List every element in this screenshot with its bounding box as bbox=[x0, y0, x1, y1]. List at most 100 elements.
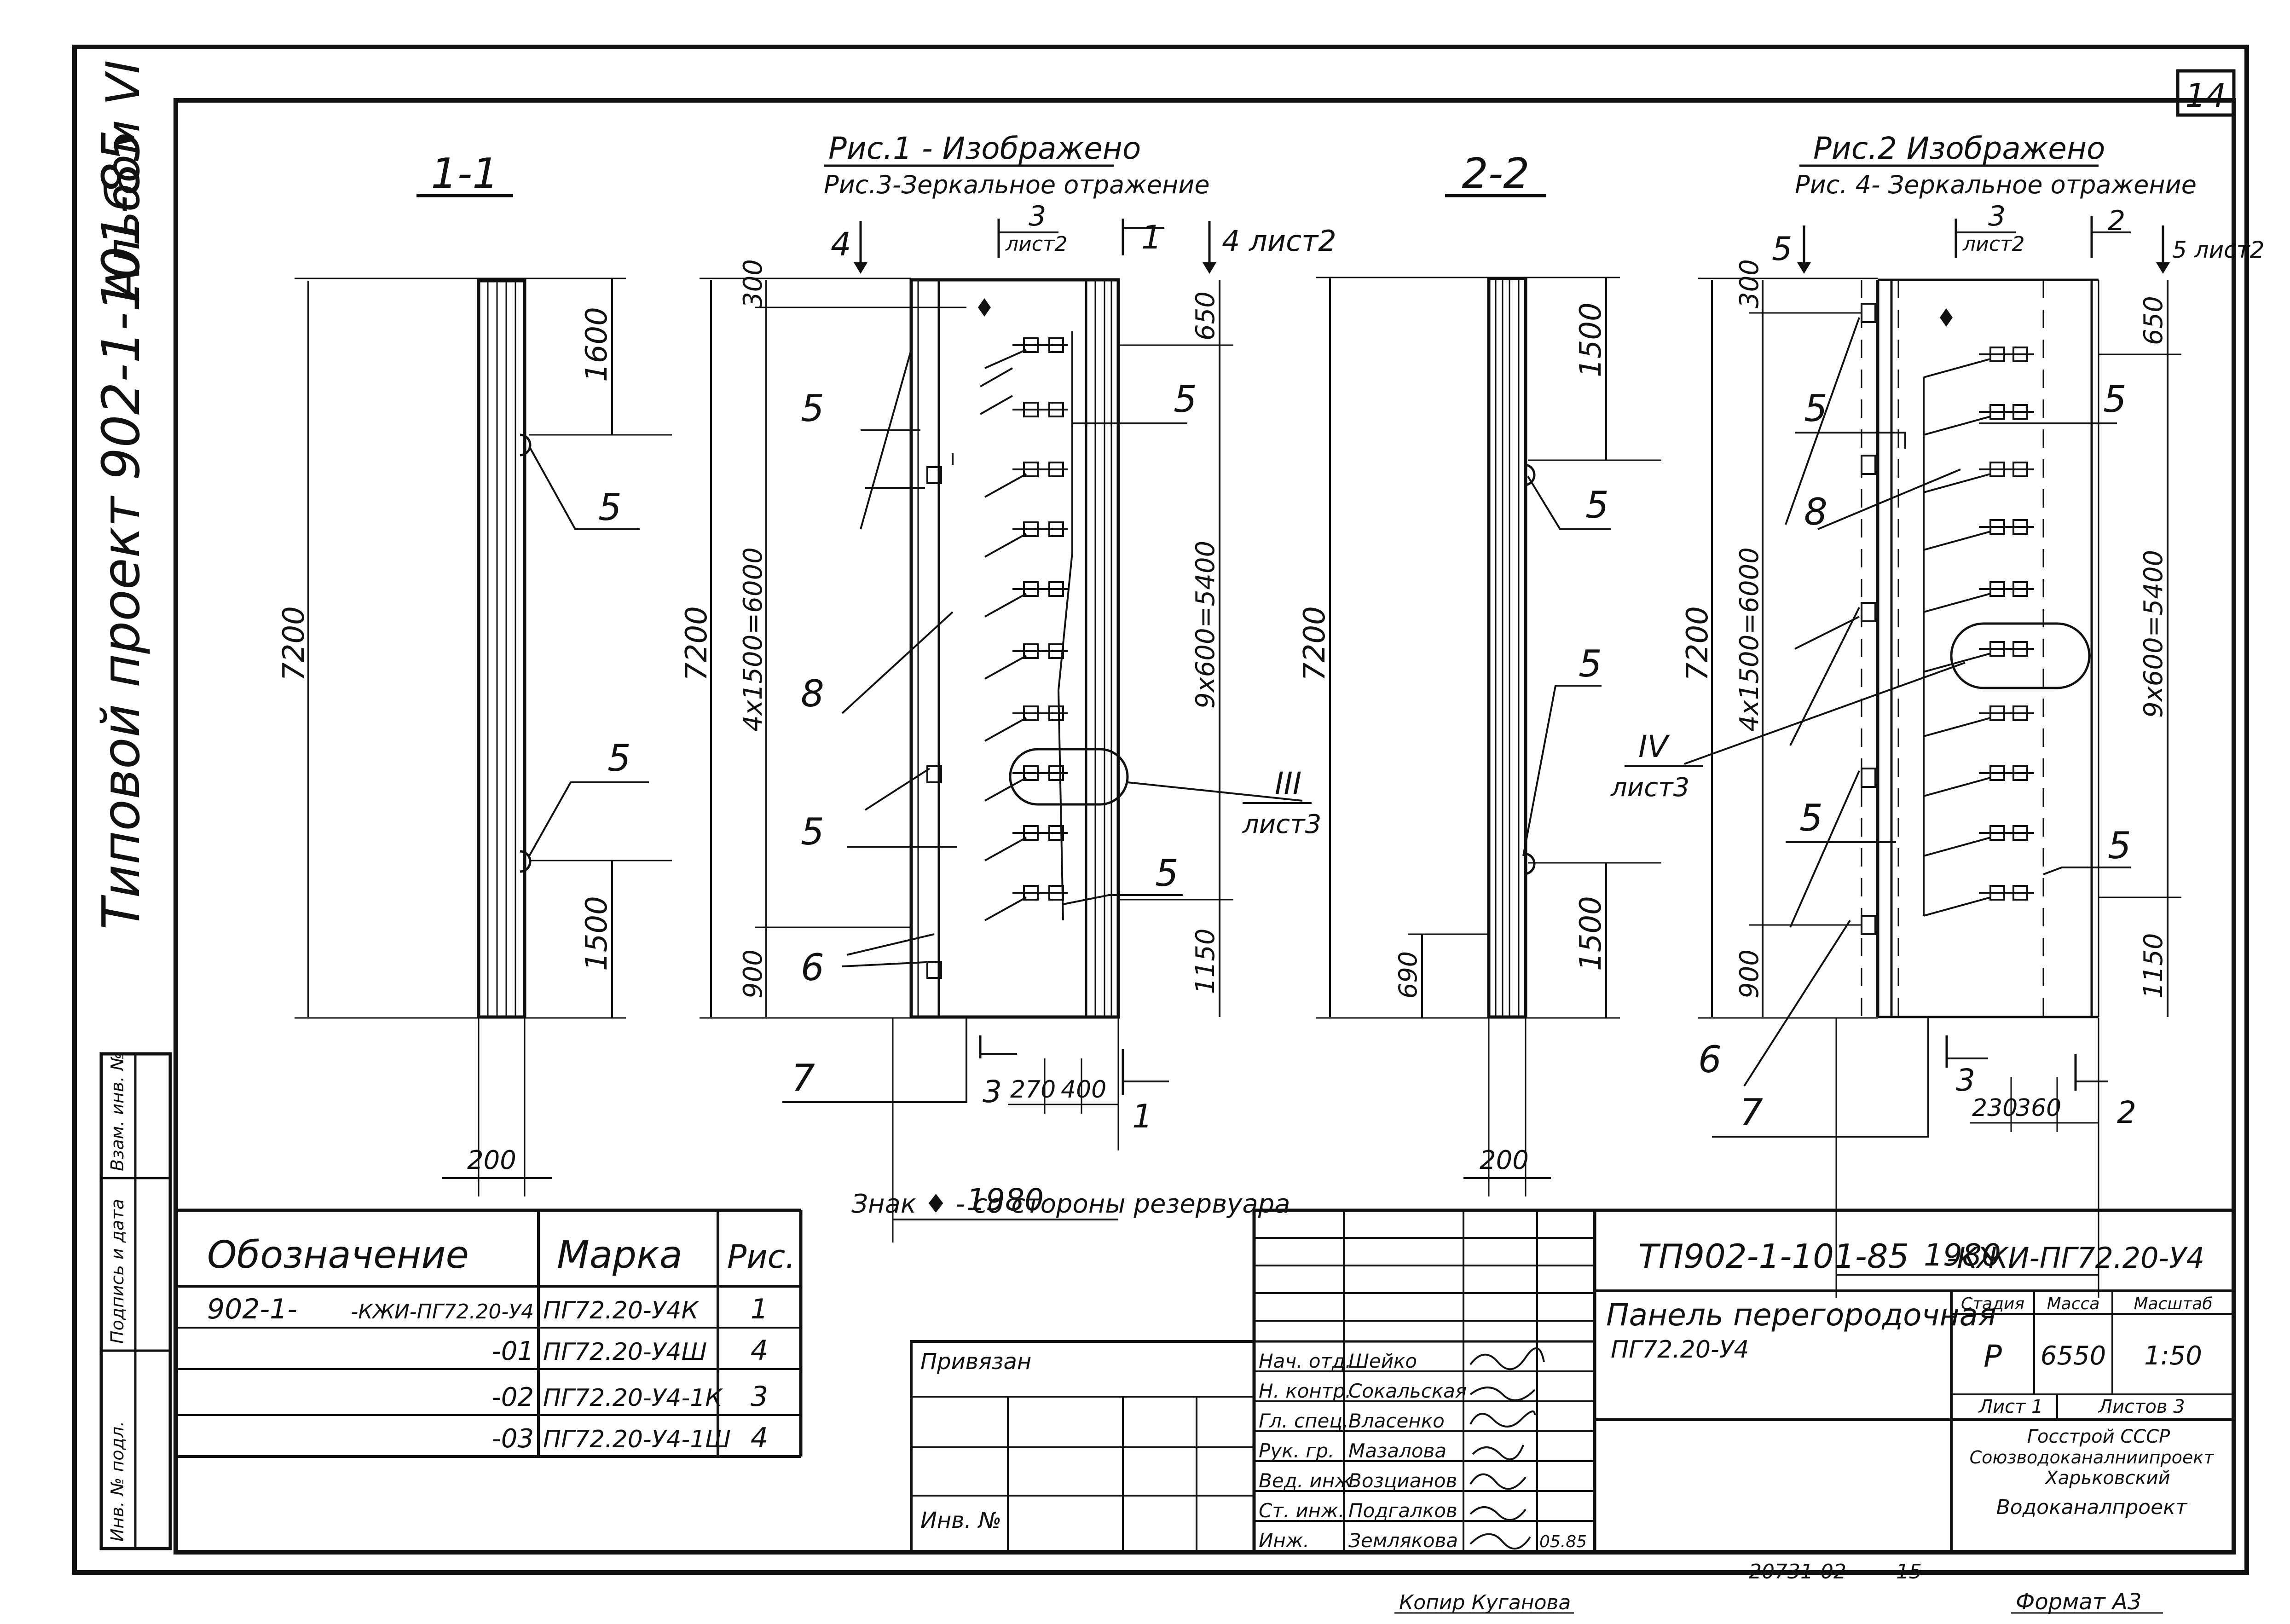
title-org-3: Харьковский bbox=[2044, 1468, 2170, 1489]
dim-v3-width: 200 bbox=[1480, 1145, 1529, 1175]
dim-v3-bottom: 1500 bbox=[1574, 896, 1608, 971]
sig-name-1: Шейко bbox=[1348, 1350, 1417, 1372]
dim-v4-b1: 230 bbox=[1972, 1094, 2018, 1122]
handwritten-signatures bbox=[1469, 1347, 1545, 1550]
title-name-line2: ПГ72.20-У4 bbox=[1611, 1336, 1749, 1364]
pos-v4-5c: 5 bbox=[1799, 797, 1823, 839]
dim-v2-total: 7200 bbox=[680, 606, 714, 681]
title-sheets: Листов 3 bbox=[2098, 1396, 2185, 1417]
binding-label: Привязан bbox=[920, 1349, 1031, 1375]
callout-fig2-number: IV bbox=[1638, 729, 1670, 764]
spec-row-3-suffix: -02 bbox=[492, 1382, 534, 1412]
project-title-vertical: Типовой проект 902-1-101-85 bbox=[92, 129, 151, 930]
sig-name-5: Возцианов bbox=[1348, 1469, 1457, 1492]
title-code-suffix: -КЖИ-ПГ72.20-У4 bbox=[1947, 1241, 2204, 1275]
fig1-bottom-cut-3: 3 bbox=[983, 1074, 1002, 1110]
sig-role-6: Ст. инж. bbox=[1259, 1499, 1344, 1522]
spec-row-1-fig: 1 bbox=[751, 1293, 768, 1325]
title-sheet: Лист 1 bbox=[1978, 1396, 2043, 1417]
dim-v1-bottom: 1500 bbox=[580, 896, 614, 971]
sig-name-7: Землякова bbox=[1348, 1529, 1458, 1552]
fig2-cut-3-sheet: лист2 bbox=[1962, 232, 2025, 256]
spec-table: Обозначение Марка Рис. 902-1- -КЖИ-ПГ72.… bbox=[176, 1208, 803, 1458]
fig2-bottom-cut-3: 3 bbox=[1956, 1063, 1975, 1098]
fig2-caption-bottom: Рис. 4- Зеркальное отражение bbox=[1795, 170, 2197, 199]
pos-v4-6: 6 bbox=[1698, 1038, 1722, 1081]
fig1-cut-3-sheet: лист2 bbox=[1005, 232, 1068, 256]
side-stamp: Инв. № подл. Подпись и дата Взам. инв. № bbox=[99, 1052, 172, 1550]
title-mass: 6550 bbox=[2041, 1341, 2106, 1371]
pos-v2-5b: 5 bbox=[1174, 378, 1197, 421]
dim-v4-total: 7200 bbox=[1681, 606, 1715, 681]
pos-v4-5a: 5 bbox=[1804, 387, 1827, 430]
title-org-4: Водоканалпроект bbox=[1996, 1496, 2188, 1519]
fig1-cut-3: 3 bbox=[1029, 200, 1046, 232]
binding-inv-label: Инв. № bbox=[920, 1508, 1001, 1533]
footer-page: 15 bbox=[1896, 1560, 1922, 1584]
title-org-1: Госстрой СССР bbox=[2027, 1426, 2170, 1447]
pos-v2-5c: 5 bbox=[801, 810, 824, 853]
fig1-bottom-cut-1: 1 bbox=[1132, 1098, 1153, 1135]
fig2-cut-3: 3 bbox=[1988, 200, 2006, 232]
callout-fig2-sheet: лист3 bbox=[1610, 773, 1689, 803]
spec-row-1-mark: ПГ72.20-У4К bbox=[543, 1297, 699, 1324]
spec-header-fig: Рис. bbox=[727, 1238, 795, 1276]
title-code: ТП902-1-101-85 bbox=[1638, 1237, 1909, 1276]
fig1-cut-4-left: 4 bbox=[831, 225, 851, 263]
pos-v2-5a: 5 bbox=[801, 387, 824, 430]
fig2-cut-5-left: 5 bbox=[1772, 230, 1793, 268]
spec-row-4-suffix: -03 bbox=[492, 1424, 534, 1454]
dim-v4-right-top: 650 bbox=[2139, 296, 2169, 345]
dim-v4-width: 1980 bbox=[1924, 1237, 2001, 1273]
sig-role-1: Нач. отд. bbox=[1259, 1350, 1351, 1372]
dim-v2-right-bottom: 1150 bbox=[1191, 928, 1220, 994]
pos-v4-5d: 5 bbox=[2108, 824, 2131, 867]
dim-v4-bottom: 900 bbox=[1735, 949, 1764, 999]
dim-v4-mid: 4х1500=6000 bbox=[1735, 547, 1764, 732]
title-stage-label: Стадия bbox=[1961, 1295, 2024, 1313]
title-scale-label: Масштаб bbox=[2134, 1295, 2212, 1313]
stamp-replace-inv: Взам. инв. № bbox=[107, 1052, 127, 1171]
pos-v3-a: 5 bbox=[1585, 484, 1609, 526]
view-fig-1: Рис.1 - Изображено Рис.3-Зеркальное отра… bbox=[680, 131, 1336, 1243]
dim-v3-top: 1500 bbox=[1574, 302, 1608, 377]
dim-v4-b2: 360 bbox=[2016, 1094, 2061, 1122]
title-scale: 1:50 bbox=[2144, 1341, 2202, 1371]
footer-copied: Копир Куганова bbox=[1399, 1591, 1571, 1614]
dim-v4-right-bottom: 1150 bbox=[2139, 933, 2169, 999]
spec-row-2-fig: 4 bbox=[751, 1335, 768, 1367]
dim-v2-b1: 270 bbox=[1010, 1076, 1056, 1104]
pos-v2-7: 7 bbox=[792, 1057, 815, 1099]
dim-v2-right-mid: 9х600=5400 bbox=[1191, 541, 1220, 709]
spec-header-mark: Марка bbox=[557, 1233, 682, 1277]
pos-v1-a: 5 bbox=[598, 486, 622, 529]
pos-v3-b: 5 bbox=[1579, 642, 1602, 685]
pos-v4-8: 8 bbox=[1804, 491, 1827, 533]
fig2-caption-top: Рис.2 Изображено bbox=[1813, 131, 2105, 166]
sheet-number: 14 bbox=[2185, 77, 2226, 115]
spec-row-1-designation: 902-1- bbox=[207, 1293, 297, 1325]
spec-row-1-suffix: -КЖИ-ПГ72.20-У4 bbox=[351, 1300, 534, 1323]
dim-v3-extra: 690 bbox=[1394, 951, 1423, 999]
dim-v3-total: 7200 bbox=[1298, 606, 1332, 681]
dim-v2-top: 300 bbox=[738, 259, 768, 308]
fig2-cut-5-right: 5 лист2 bbox=[2172, 237, 2265, 263]
stamp-signature-date: Подпись и дата bbox=[107, 1199, 127, 1344]
pos-v2-5d: 5 bbox=[1155, 852, 1179, 895]
dim-v2-mid: 4х1500=6000 bbox=[738, 547, 768, 732]
dim-v4-top: 300 bbox=[1735, 259, 1764, 308]
dim-v2-width: 1980 bbox=[966, 1182, 1044, 1218]
spec-header-designation: Обозначение bbox=[207, 1233, 469, 1277]
dim-v4-right-mid: 9х600=5400 bbox=[2139, 550, 2169, 718]
spec-row-3-mark: ПГ72.20-У4-1К bbox=[543, 1384, 723, 1412]
pos-v2-8: 8 bbox=[801, 672, 824, 715]
sig-date: 05.85 bbox=[1539, 1532, 1587, 1551]
section-label-1-1: 1-1 bbox=[431, 150, 499, 198]
sig-name-2: Сокальская bbox=[1348, 1380, 1467, 1402]
view-fig-2: Рис.2 Изображено Рис. 4- Зеркальное отра… bbox=[1610, 131, 2265, 1298]
spec-row-4-fig: 4 bbox=[751, 1422, 768, 1454]
pos-v2-6: 6 bbox=[801, 946, 824, 989]
pos-v4-5b: 5 bbox=[2103, 378, 2127, 421]
view-section-1-1: 1-1 7200 1600 1500 200 5 5 bbox=[277, 150, 672, 1196]
footer-archive: 20731-02 bbox=[1749, 1560, 1846, 1584]
